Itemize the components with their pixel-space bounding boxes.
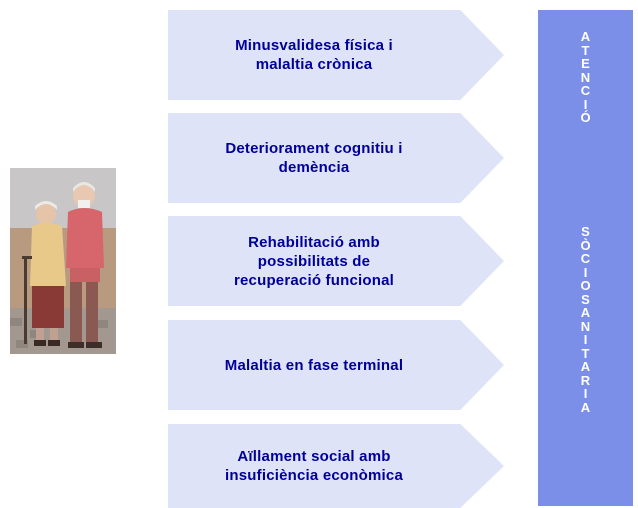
elderly-couple-image <box>10 168 116 354</box>
arrow-label-line: Rehabilitació amb <box>248 233 380 251</box>
arrow-label: Malaltia en fase terminal <box>168 320 460 410</box>
arrow-label-line: possibilitats de <box>257 252 371 270</box>
atencio-sociosanitaria-bar: A T E N C I Ó S Ò C I O S A N I T A R I … <box>538 10 633 506</box>
arrow-item: Rehabilitació amb possibilitats de recup… <box>168 216 504 306</box>
arrow-label-line: Malaltia en fase terminal <box>224 356 404 374</box>
arrow-label: Deteriorament cognitiu i demència <box>168 113 460 203</box>
vertical-word-atencio: A T E N C I Ó <box>580 29 591 125</box>
arrow-label-line: Minusvalidesa física i <box>235 37 393 54</box>
arrow-item: Aïllament social amb insuficiència econò… <box>168 424 504 508</box>
arrow-label: Rehabilitació amb possibilitats de recup… <box>168 216 460 306</box>
arrow-label-line: Deteriorament cognitiu i <box>225 140 403 157</box>
arrow-label-line: Aïllament social amb <box>237 448 391 465</box>
arrow-item: Minusvalidesa física i malaltia crònica <box>168 10 504 100</box>
arrow-item: Malaltia en fase terminal <box>168 320 504 410</box>
arrow-label-line: recuperació funcional <box>233 271 395 289</box>
arrow-label-line: malaltia crònica <box>255 56 373 73</box>
arrow-label-line: insuficiència econòmica <box>225 467 403 484</box>
vertical-word-sociosanitaria: S Ò C I O S A N I T A R I A <box>580 224 591 415</box>
arrow-item: Deteriorament cognitiu i demència <box>168 113 504 203</box>
arrow-label: Aïllament social amb insuficiència econò… <box>168 424 460 508</box>
arrow-label-line: demència <box>278 159 350 176</box>
arrow-label: Minusvalidesa física i malaltia crònica <box>168 10 460 100</box>
